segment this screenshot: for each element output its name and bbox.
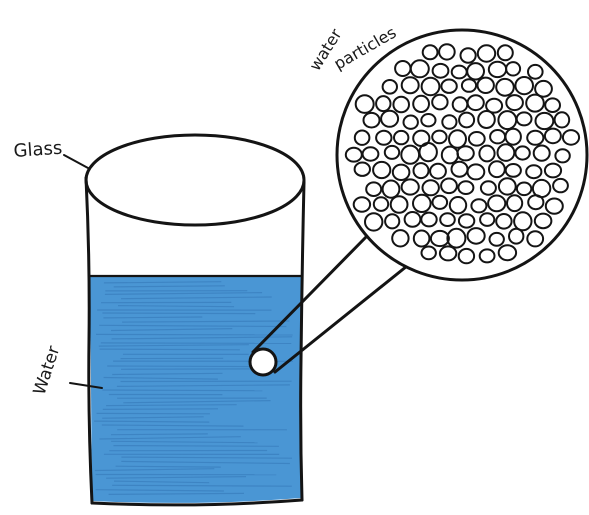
glass-pointer-line — [64, 155, 88, 168]
water-label: Water — [30, 344, 65, 398]
glass-right-wall — [301, 182, 304, 500]
water-texture-stroke — [96, 334, 293, 335]
water-texture-stroke — [102, 390, 262, 391]
water-body — [90, 276, 301, 503]
water-texture-stroke — [111, 434, 208, 435]
water-texture-stroke — [100, 349, 240, 350]
water-texture-stroke — [102, 313, 255, 314]
glass-label: Glass — [13, 138, 63, 162]
water-texture-stroke — [103, 409, 218, 410]
water-texture-stroke — [113, 446, 279, 447]
glass-rim — [86, 135, 304, 225]
water-texture-stroke — [107, 366, 268, 367]
